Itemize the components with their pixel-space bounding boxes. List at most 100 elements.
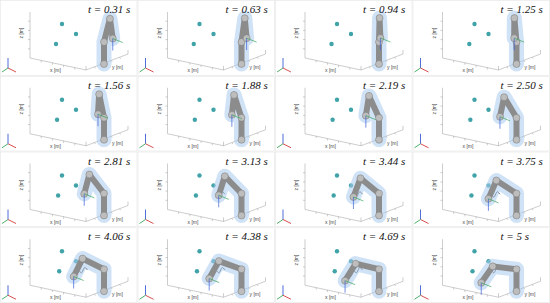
tool-axis — [247, 38, 257, 42]
time-label: t = 1.88 s — [226, 79, 268, 91]
axis-label: y [m] — [250, 140, 261, 146]
axis-label: z [m] — [18, 28, 24, 39]
tool-axis — [219, 195, 229, 199]
robot-joint — [513, 190, 520, 197]
snapshot-panel — [1, 228, 138, 303]
obstacle-point — [197, 22, 201, 26]
axis-label: y [m] — [525, 291, 536, 297]
snapshot-panel — [1, 76, 138, 151]
axis-label: z [m] — [156, 28, 162, 39]
obstacle-point — [74, 183, 78, 187]
time-label: t = 4.69 s — [363, 230, 405, 242]
collision-capsule — [353, 178, 379, 215]
axis-label: x [m] — [325, 67, 336, 73]
robot-joint — [376, 190, 383, 197]
axis-label: y [m] — [387, 140, 398, 146]
frame-triad — [2, 58, 16, 72]
robot-joint — [79, 255, 86, 262]
time-label: t = 2.19 s — [363, 79, 405, 91]
axis-label: y [m] — [525, 64, 536, 70]
axes — [441, 239, 541, 297]
time-label: t = 4.06 s — [88, 230, 130, 242]
axis-label: y [m] — [250, 216, 261, 222]
tool-axis — [353, 197, 363, 201]
obstacle-point — [333, 269, 337, 273]
axis-label: z [m] — [293, 255, 299, 266]
robot-joint — [376, 266, 383, 273]
axis-label: y [m] — [112, 216, 123, 222]
axes — [441, 12, 541, 70]
robot-link — [481, 266, 516, 291]
robot-joint — [101, 61, 108, 68]
obstacle-point — [472, 22, 476, 26]
tool-axis — [209, 279, 219, 283]
time-label: t = 0.31 s — [88, 3, 130, 15]
robot-joint — [513, 212, 520, 219]
tool-axis — [209, 279, 210, 291]
snapshot-panel — [1, 1, 138, 76]
axis-label: z [m] — [18, 179, 24, 190]
panel-frame — [276, 1, 413, 76]
axis-label: y [m] — [250, 64, 261, 70]
obstacle-point — [197, 98, 201, 102]
tool-axis — [74, 277, 84, 281]
time-label: t = 3.13 s — [226, 155, 268, 167]
panel-frame — [138, 152, 275, 227]
robot-joint — [513, 266, 520, 273]
obstacle-point — [60, 22, 64, 26]
snapshot-panel — [413, 1, 550, 76]
axis-label: x [m] — [463, 294, 474, 300]
obstacle-point — [55, 118, 59, 122]
robot-joint — [376, 136, 383, 143]
axis-label: x [m] — [50, 143, 61, 149]
frame-triad — [2, 210, 16, 224]
robot-joint — [501, 94, 508, 101]
robot-link — [488, 180, 516, 215]
robot-joint — [241, 15, 248, 22]
snapshot-panel — [138, 228, 275, 303]
obstacle-point — [335, 173, 339, 177]
obstacle-point — [57, 269, 61, 273]
obstacle-point — [211, 32, 215, 36]
robot-joint — [376, 212, 383, 219]
axis-label: x [m] — [188, 294, 199, 300]
obstacle-point — [74, 32, 78, 36]
robot-joint — [101, 288, 108, 295]
tool-axis — [499, 117, 500, 129]
time-label: t = 2.50 s — [501, 79, 543, 91]
snapshot-panel — [413, 76, 550, 151]
axis-label: z [m] — [293, 103, 299, 114]
obstacle-point — [211, 108, 215, 112]
axis-label: z [m] — [18, 255, 24, 266]
tool-axis — [84, 194, 94, 198]
obstacle-point — [60, 173, 64, 177]
axis-label: x [m] — [188, 219, 199, 225]
tool-axis — [73, 277, 74, 289]
robot-joint — [238, 212, 245, 219]
robot-joint — [101, 39, 108, 46]
obstacle-point — [74, 108, 78, 112]
panel-frame — [138, 228, 275, 303]
tool-axis — [232, 115, 242, 119]
axis-label: y [m] — [387, 291, 398, 297]
obstacle-point — [472, 173, 476, 177]
obstacle-point — [486, 108, 490, 112]
obstacle-point — [335, 22, 339, 26]
frame-triad — [140, 285, 154, 299]
frame-triad — [140, 58, 154, 72]
axis-label: x [m] — [50, 294, 61, 300]
axes — [303, 239, 403, 297]
frame-triad — [415, 134, 429, 148]
collision-capsule — [481, 266, 516, 291]
obstacle-point — [192, 42, 196, 46]
robot-joint — [513, 288, 520, 295]
tool-axis — [113, 39, 123, 43]
axis-label: y [m] — [387, 64, 398, 70]
axes — [303, 88, 403, 146]
robot-joint — [376, 114, 383, 121]
robot-link — [353, 178, 379, 215]
axis-label: z [m] — [156, 179, 162, 190]
frame-triad — [277, 134, 291, 148]
